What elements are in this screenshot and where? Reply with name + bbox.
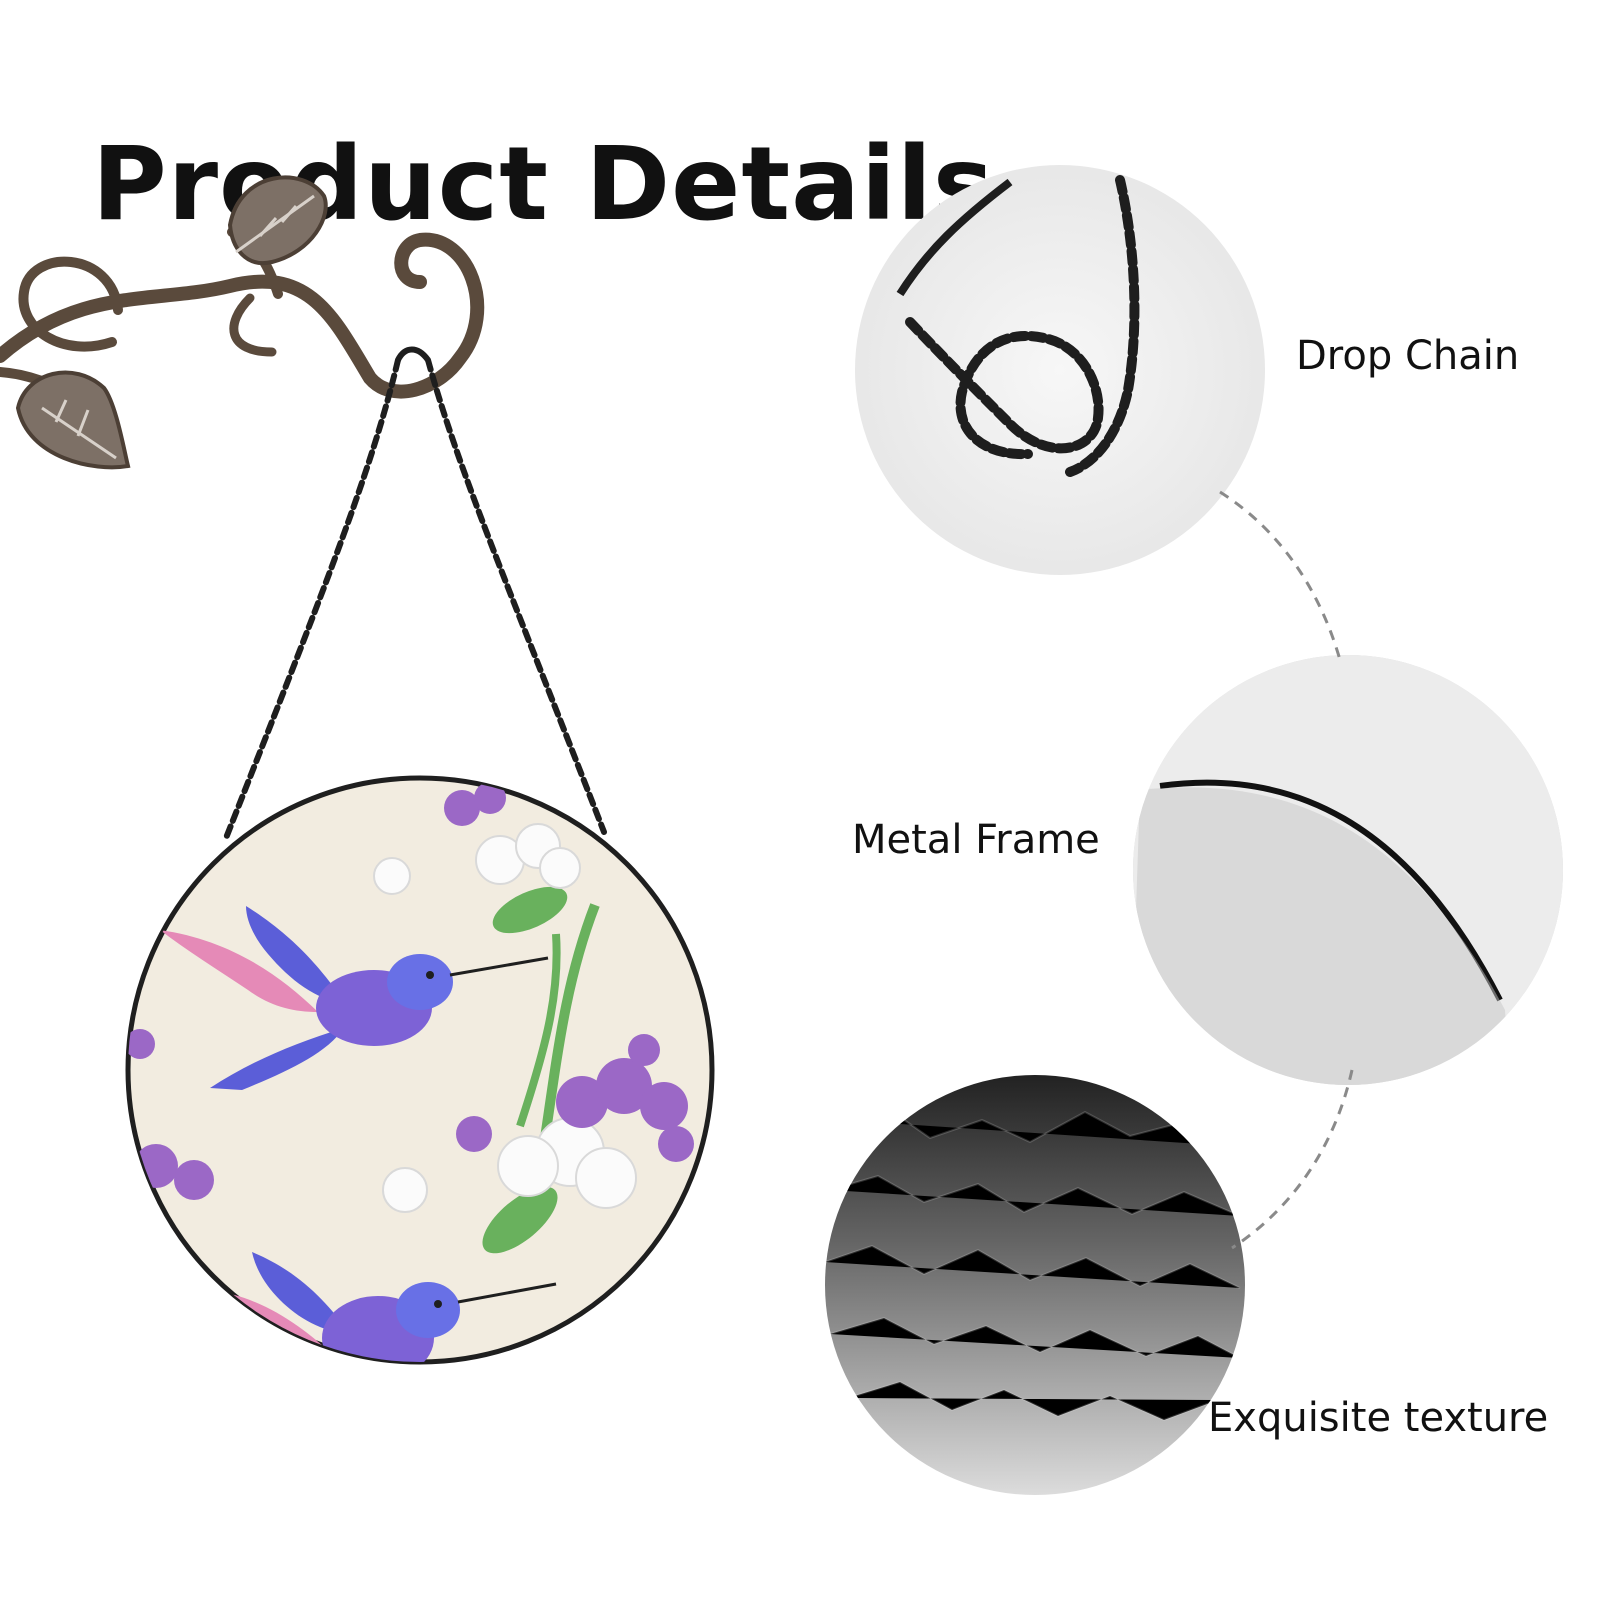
hummingbird-icon [160,906,549,1090]
connector-lines [1219,490,1354,1250]
texture-detail [825,1075,1245,1495]
drop-chain-detail [855,165,1265,575]
leaf-icon [227,175,328,266]
exquisite-texture-label: Exquisite texture [1208,1395,1549,1441]
chain-icon [223,346,607,841]
metal-frame-label: Metal Frame [852,817,1100,863]
suncatcher-panel [125,775,715,1365]
leaf-icon [15,370,131,470]
drop-chain-label: Drop Chain [1296,333,1520,379]
wall-bracket [0,175,485,470]
flower-icon [128,782,694,1254]
metal-frame-detail [1133,655,1563,1085]
